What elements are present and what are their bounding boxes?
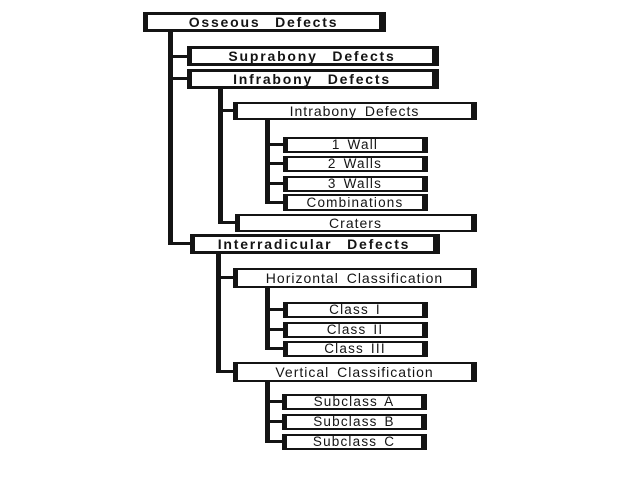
connector-stub-suprabony [168, 55, 188, 58]
connector-trunk-osseous [168, 31, 173, 245]
connector-stub-wall1 [265, 143, 283, 146]
connector-stub-subclassA [265, 400, 282, 403]
connector-trunk-horizontal [265, 288, 270, 350]
connector-stub-subclassC [265, 440, 282, 443]
node-craters: Craters [235, 214, 477, 232]
connector-stub-interradicular [168, 242, 191, 245]
node-suprabony-defects: Suprabony Defects [187, 46, 439, 66]
node-horizontal-classification: Horizontal Classification [233, 268, 477, 288]
node-class-iii: Class III [283, 341, 428, 357]
connector-stub-class2 [265, 328, 283, 331]
node-subclass-c: Subclass C [282, 434, 427, 450]
connector-stub-intrabony [218, 109, 234, 112]
connector-trunk-intrabony [265, 119, 270, 204]
connector-stub-vertical-classification [216, 370, 233, 373]
connector-trunk-infrabony [218, 88, 223, 224]
connector-stub-subclassB [265, 420, 282, 423]
connector-stub-infrabony [168, 77, 188, 80]
connector-stub-walls3 [265, 182, 283, 185]
node-osseous-defects: Osseous Defects [143, 12, 386, 32]
node-1-wall: 1 Wall [283, 137, 428, 153]
node-intrabony-defects: Intrabony Defects [233, 102, 477, 120]
node-vertical-classification: Vertical Classification [233, 362, 477, 382]
node-class-i: Class I [283, 302, 428, 318]
node-interradicular-defects: Interradicular Defects [190, 234, 440, 254]
connector-stub-horizontal-classification [216, 276, 233, 279]
connector-stub-walls2 [265, 162, 283, 165]
connector-trunk-vertical [265, 382, 270, 443]
connector-stub-class3 [265, 347, 283, 350]
node-subclass-b: Subclass B [282, 414, 427, 430]
node-2-walls: 2 Walls [283, 156, 428, 172]
connector-stub-craters [218, 221, 236, 224]
connector-stub-combinations [265, 201, 283, 204]
node-class-ii: Class II [283, 322, 428, 338]
connector-trunk-interradicular [216, 253, 221, 373]
node-infrabony-defects: Infrabony Defects [187, 69, 439, 89]
node-3-walls: 3 Walls [283, 176, 428, 192]
node-subclass-a: Subclass A [282, 394, 427, 410]
node-combinations: Combinations [283, 194, 428, 211]
connector-stub-class1 [265, 308, 283, 311]
